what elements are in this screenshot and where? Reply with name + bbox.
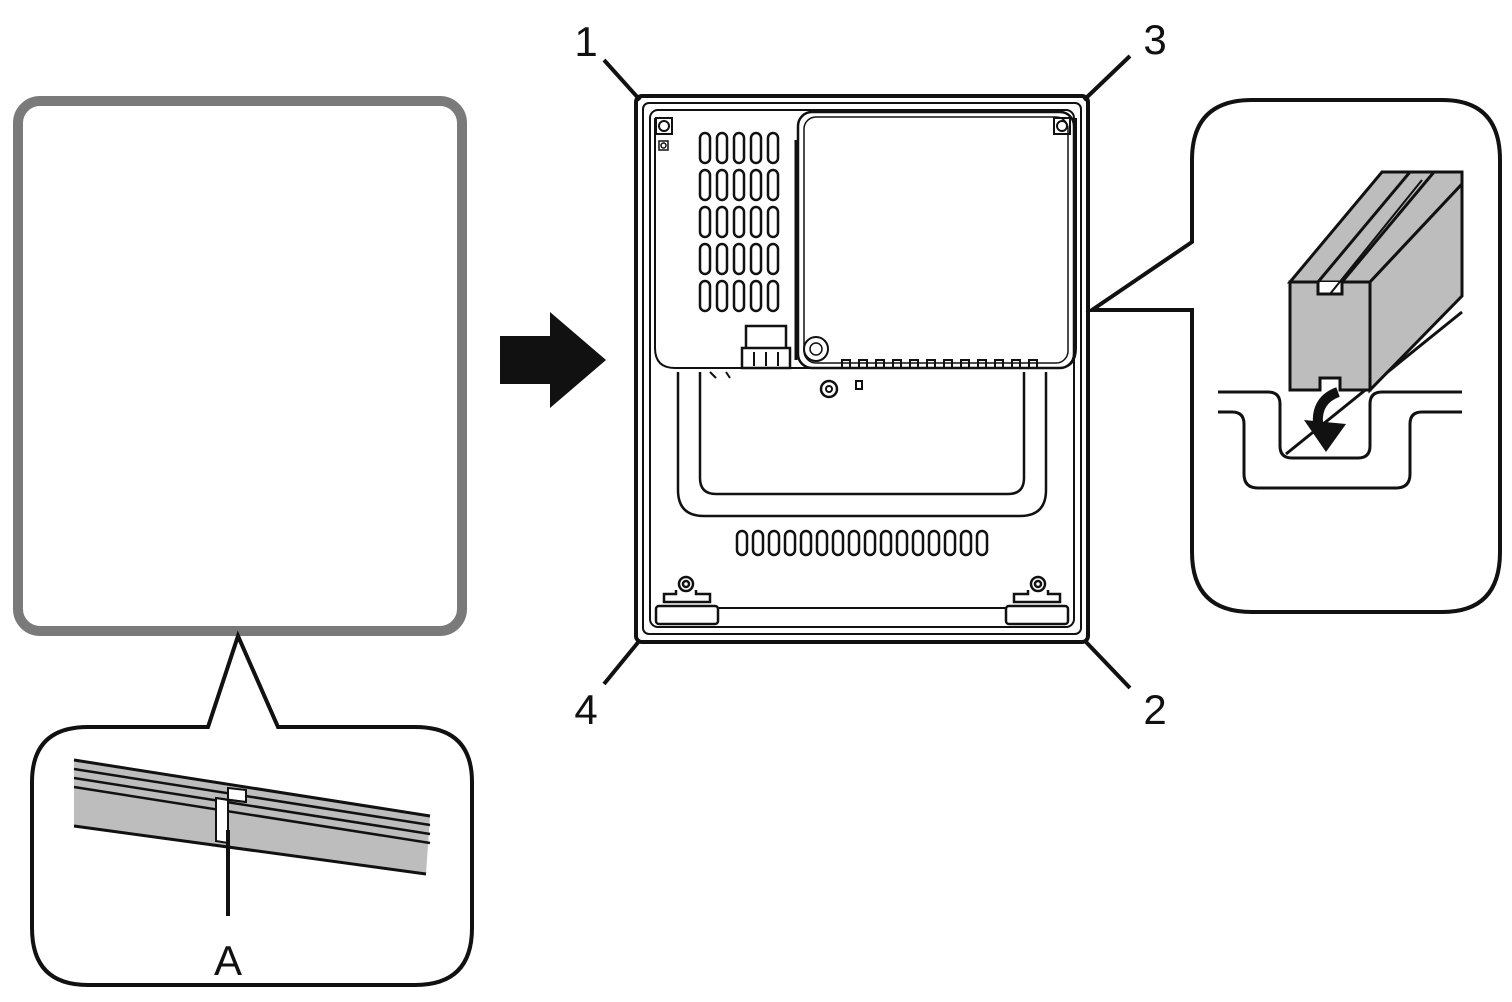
front-panel-frame (13, 96, 467, 636)
unit-rear-view (634, 94, 1090, 644)
corner-label-1: 1 (574, 18, 597, 65)
corner-label-3: 3 (1143, 16, 1166, 63)
corner-markers (602, 54, 1132, 690)
right-arrow-icon (500, 312, 606, 408)
callout-a-label: A (214, 937, 242, 984)
gasket-strip (73, 758, 431, 876)
gasket-insertion-callout (1085, 98, 1502, 614)
mounting-clip-right (1004, 575, 1070, 626)
screw-icon (1053, 117, 1071, 135)
corner-label-4: 4 (574, 686, 597, 733)
down-arrow-icon (1304, 387, 1346, 452)
screw-icon (655, 117, 673, 135)
corner-label-2: 2 (1143, 686, 1166, 733)
mounting-clip-left (654, 575, 720, 626)
gasket-profile (1286, 170, 1464, 394)
gasket-joint-callout: A (30, 630, 474, 987)
